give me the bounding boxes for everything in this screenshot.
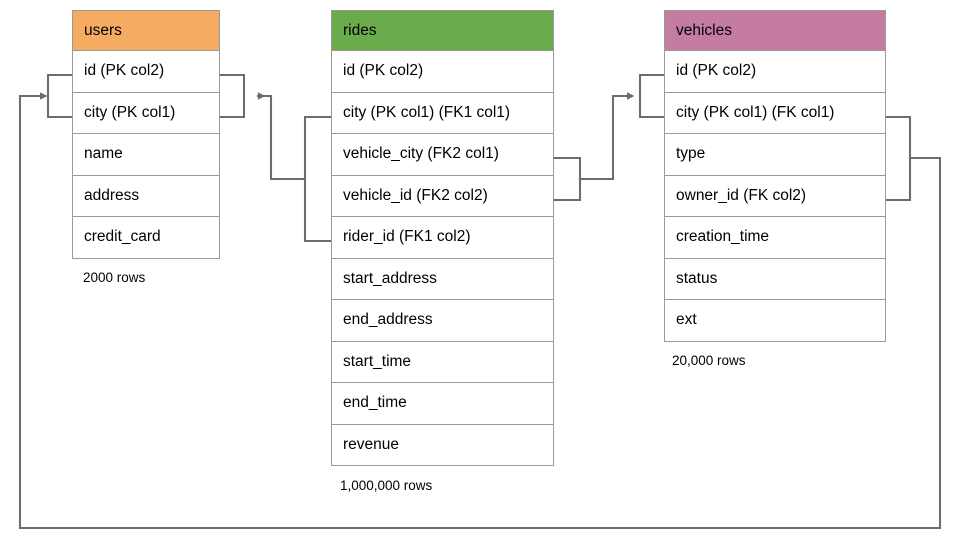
- column-label: id (PK col2): [343, 62, 424, 80]
- column-label: end_time: [343, 394, 407, 412]
- table-vehicles-column-type[interactable]: type: [664, 134, 886, 176]
- table-users-column-credit-card[interactable]: credit_card: [72, 217, 220, 259]
- column-label: credit_card: [84, 228, 161, 246]
- connector-fk2-rides-to-vehicles: [552, 92, 635, 202]
- table-rides-header: rides: [331, 10, 554, 51]
- table-users-column-city[interactable]: city (PK col1): [72, 92, 220, 134]
- table-users-column-name[interactable]: name: [72, 134, 220, 176]
- table-rides-column-start-time[interactable]: start_time: [331, 341, 554, 383]
- table-rides[interactable]: rides id (PK col2) city (PK col1) (FK1 c…: [331, 10, 554, 466]
- table-vehicles-column-city[interactable]: city (PK col1) (FK col1): [664, 92, 886, 134]
- column-label: city (PK col1) (FK1 col1): [343, 103, 511, 121]
- column-label: id (PK col2): [676, 62, 757, 80]
- table-users[interactable]: users id (PK col2) city (PK col1) name a…: [72, 10, 220, 259]
- table-vehicles[interactable]: vehicles id (PK col2) city (PK col1) (FK…: [664, 10, 886, 342]
- table-rides-column-end-time[interactable]: end_time: [331, 383, 554, 425]
- column-label: start_address: [343, 269, 437, 287]
- column-label: city (PK col1): [84, 103, 176, 121]
- connector-fk1-rides-to-users: [256, 92, 333, 243]
- table-rides-column-city[interactable]: city (PK col1) (FK1 col1): [331, 92, 554, 134]
- table-rides-column-vehicle-city[interactable]: vehicle_city (FK2 col1): [331, 134, 554, 176]
- column-label: end_address: [343, 311, 433, 329]
- table-vehicles-column-ext[interactable]: ext: [664, 300, 886, 342]
- table-rides-column-vehicle-id[interactable]: vehicle_id (FK2 col2): [331, 175, 554, 217]
- column-label: id (PK col2): [84, 62, 165, 80]
- table-vehicles-row-count: 20,000 rows: [672, 353, 746, 368]
- column-label: vehicle_city (FK2 col1): [343, 145, 499, 163]
- column-label: revenue: [343, 435, 400, 453]
- column-label: ext: [676, 311, 697, 329]
- column-label: rider_id (FK1 col2): [343, 228, 471, 246]
- table-vehicles-column-creation-time[interactable]: creation_time: [664, 217, 886, 259]
- table-vehicles-header: vehicles: [664, 10, 886, 51]
- table-vehicles-column-owner-id[interactable]: owner_id (FK col2): [664, 175, 886, 217]
- column-label: address: [84, 186, 140, 204]
- table-users-header: users: [72, 10, 220, 51]
- table-rides-column-end-address[interactable]: end_address: [331, 300, 554, 342]
- table-rides-title: rides: [343, 21, 377, 39]
- column-label: city (PK col1) (FK col1): [676, 103, 835, 121]
- column-label: owner_id (FK col2): [676, 186, 807, 204]
- table-vehicles-column-id[interactable]: id (PK col2): [664, 51, 886, 93]
- table-rides-column-id[interactable]: id (PK col2): [331, 51, 554, 93]
- table-users-row-count: 2000 rows: [83, 270, 146, 285]
- table-rides-column-start-address[interactable]: start_address: [331, 258, 554, 300]
- column-label: creation_time: [676, 228, 770, 246]
- connector-users-left-bracket: [46, 73, 74, 119]
- table-vehicles-title: vehicles: [676, 21, 732, 39]
- table-vehicles-column-status[interactable]: status: [664, 258, 886, 300]
- column-label: status: [676, 269, 718, 287]
- table-rides-row-count: 1,000,000 rows: [340, 478, 433, 493]
- column-label: vehicle_id (FK2 col2): [343, 186, 488, 204]
- table-rides-column-revenue[interactable]: revenue: [331, 424, 554, 466]
- table-users-column-address[interactable]: address: [72, 175, 220, 217]
- column-label: type: [676, 145, 706, 163]
- table-users-title: users: [84, 21, 122, 39]
- connector-vehicles-left-bracket: [638, 73, 666, 119]
- column-label: start_time: [343, 352, 412, 370]
- table-rides-column-rider-id[interactable]: rider_id (FK1 col2): [331, 217, 554, 259]
- table-users-column-id[interactable]: id (PK col2): [72, 51, 220, 93]
- column-label: name: [84, 145, 123, 163]
- connector-users-right-bracket: [218, 73, 246, 119]
